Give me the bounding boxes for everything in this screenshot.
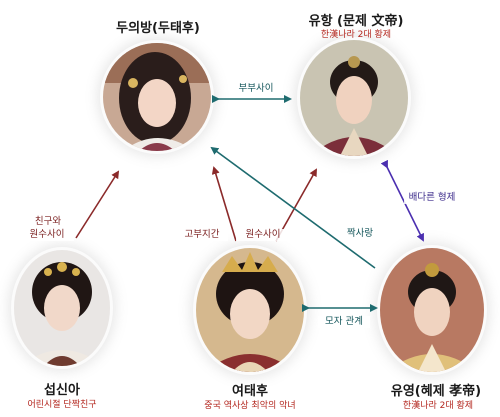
label-mother-son: 모자 관계 xyxy=(318,316,370,328)
label-friend-enemy-2: 원수사이 xyxy=(20,229,74,241)
sub-yeo: 중국 역사상 최악의 악녀 xyxy=(204,401,296,411)
sub-liu-heng: 한漢나라 2대 황제 xyxy=(320,30,392,40)
sub-liu-yeong: 한漢나라 2대 황제 xyxy=(402,401,474,411)
arrow-mother-in-law xyxy=(211,166,237,242)
portrait-liu-yeong xyxy=(380,248,484,372)
portrait-liu-heng xyxy=(300,40,408,156)
name-yeo: 여태후 xyxy=(232,384,268,399)
label-friend-enemy-1: 친구와 xyxy=(24,216,72,228)
name-seop: 섭신아 xyxy=(44,383,80,398)
portrait-seop xyxy=(14,250,110,366)
arrow-friend-enemy xyxy=(75,170,120,239)
label-mother-in-law: 고부지간 xyxy=(176,229,228,241)
sub-seop: 어린시절 단짝친구 xyxy=(27,400,97,410)
name-liu-heng: 유항 (문제 文帝) xyxy=(308,14,404,29)
arrow-unrequited xyxy=(210,146,376,269)
label-enemies: 원수사이 xyxy=(236,229,290,241)
portrait-yeo xyxy=(196,248,304,372)
label-half-brothers: 배다른 형제 xyxy=(404,192,460,204)
name-dou: 두의방(두태후) xyxy=(116,21,200,36)
label-couple: 부부사이 xyxy=(231,83,281,95)
label-unrequited: 짝사랑 xyxy=(341,228,379,240)
name-liu-yeong: 유영(혜제 孝帝) xyxy=(390,384,482,399)
